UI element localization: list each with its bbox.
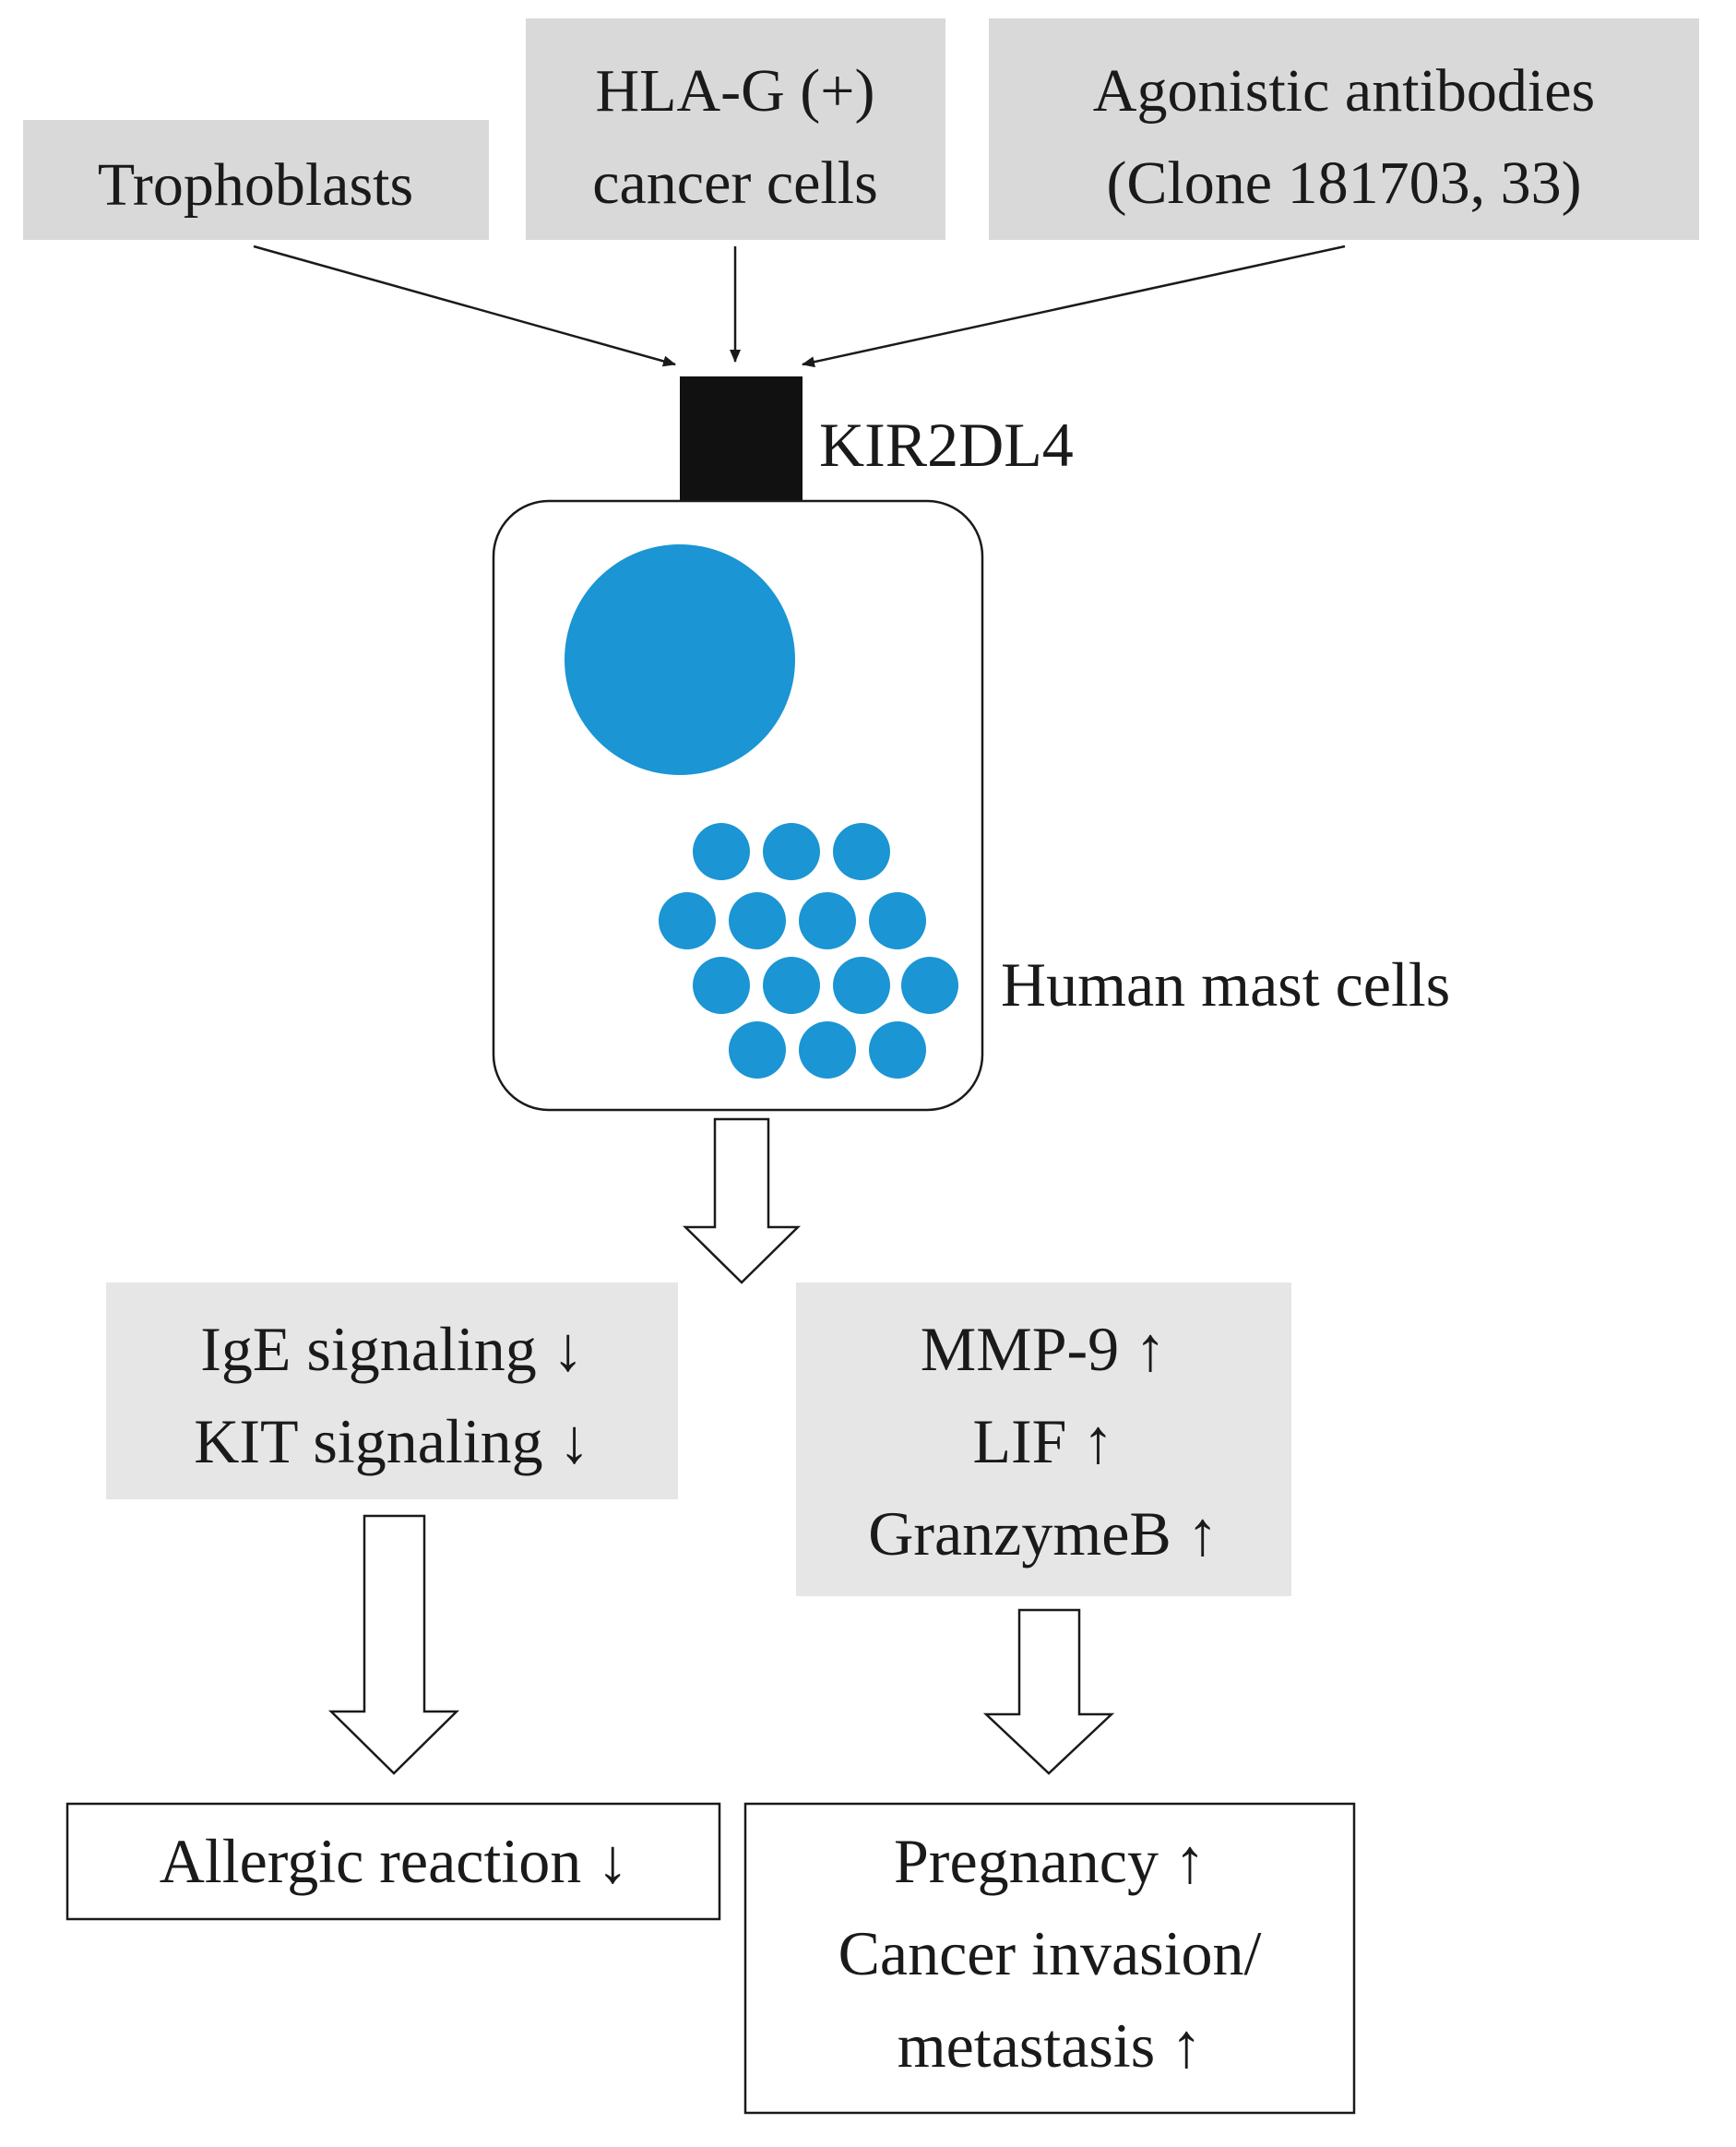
mediators-up-box: MMP-9 ↑ LIF ↑ GranzymeB ↑ [796, 1282, 1291, 1596]
granule [869, 892, 926, 949]
granule [833, 957, 890, 1014]
outcome-pregnancy-cancer-box: Pregnancy ↑ Cancer invasion/ metastasis … [743, 1802, 1356, 2115]
outcome-allergic-box: Allergic reaction ↓ [65, 1802, 721, 1921]
trophoblasts-label: Trophoblasts [98, 151, 413, 219]
cancer-invasion-text: Cancer invasion/ [838, 1918, 1262, 1988]
hla-g-label-line1: HLA-G (+) [596, 57, 875, 125]
hla-g-label-line2: cancer cells [592, 149, 878, 217]
arrow-mediators-to-outcomes [982, 1608, 1115, 1775]
metastasis-text: metastasis ↑ [898, 2010, 1203, 2081]
granule [763, 823, 820, 880]
granule [901, 957, 958, 1014]
granzymeb-text: GranzymeB ↑ [868, 1498, 1219, 1569]
allergic-reaction-text: Allergic reaction ↓ [160, 1826, 629, 1896]
granule-cluster [659, 823, 958, 1079]
kit-signaling-text: KIT signaling ↓ [194, 1406, 589, 1476]
nucleus [565, 544, 795, 775]
mast-cell-label: Human mast cells [1001, 949, 1450, 1020]
signaling-down-box: IgE signaling ↓ KIT signaling ↓ [106, 1282, 678, 1499]
arrow-cell-to-effects [682, 1117, 802, 1284]
pregnancy-text: Pregnancy ↑ [894, 1826, 1206, 1896]
kir2dl4-label: KIR2DL4 [819, 410, 1074, 480]
arrow-signaling-to-allergy [327, 1514, 460, 1775]
granule [763, 957, 820, 1014]
granule [833, 823, 890, 880]
input-trophoblasts: Trophoblasts [23, 120, 489, 240]
granule [659, 892, 716, 949]
arrow-antibodies-to-receptor [802, 245, 1346, 368]
arrow-trophoblasts-to-receptor [253, 245, 676, 367]
granule [799, 892, 856, 949]
granule [729, 892, 786, 949]
granule [799, 1021, 856, 1079]
granule [693, 957, 750, 1014]
agonistic-label-line2: (Clone 181703, 33) [1106, 149, 1581, 217]
granule [869, 1021, 926, 1079]
lif-text: LIF ↑ [973, 1406, 1114, 1476]
input-agonistic-antibodies: Agonistic antibodies (Clone 181703, 33) [989, 18, 1699, 240]
granule [693, 823, 750, 880]
granule [729, 1021, 786, 1079]
kir2dl4-receptor [680, 376, 803, 501]
ige-signaling-text: IgE signaling ↓ [200, 1314, 584, 1384]
mmp9-text: MMP-9 ↑ [921, 1314, 1166, 1384]
input-hla-g-cancer-cells: HLA-G (+) cancer cells [526, 18, 945, 240]
agonistic-label-line1: Agonistic antibodies [1093, 57, 1595, 125]
